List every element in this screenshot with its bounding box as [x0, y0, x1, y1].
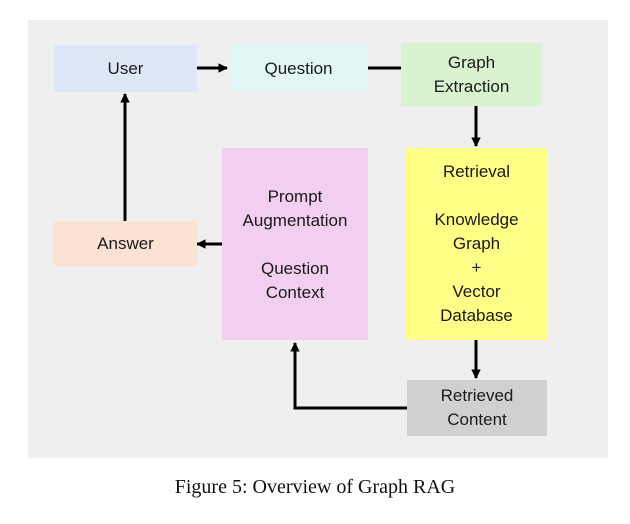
node-line: Database [440, 306, 513, 325]
node-line: Knowledge [434, 210, 519, 229]
edge-retrieved-content-to-prompt-augmentation [290, 342, 407, 410]
node-line: Question [260, 259, 330, 278]
node-line: Graph [452, 234, 501, 253]
node-line: Vector [452, 282, 501, 301]
node-line: User [107, 58, 144, 78]
node-line: Prompt [267, 187, 323, 206]
node-answer: Answer [54, 221, 197, 266]
node-line: Augmentation [242, 211, 348, 230]
node-line: Answer [97, 233, 154, 253]
node-line: Content [447, 410, 507, 429]
node-line: Context [265, 283, 325, 302]
node-line: Graph [447, 52, 496, 72]
node-question: Question [229, 45, 368, 92]
node-line: Retrieved [440, 386, 514, 405]
node-line: Retrieval [442, 162, 511, 181]
figure-caption: Figure 5: Overview of Graph RAG [174, 476, 456, 498]
node-line: Question [264, 58, 333, 78]
node-line: Extraction [433, 76, 510, 96]
node-user: User [54, 45, 197, 92]
node-line: + [471, 258, 482, 277]
